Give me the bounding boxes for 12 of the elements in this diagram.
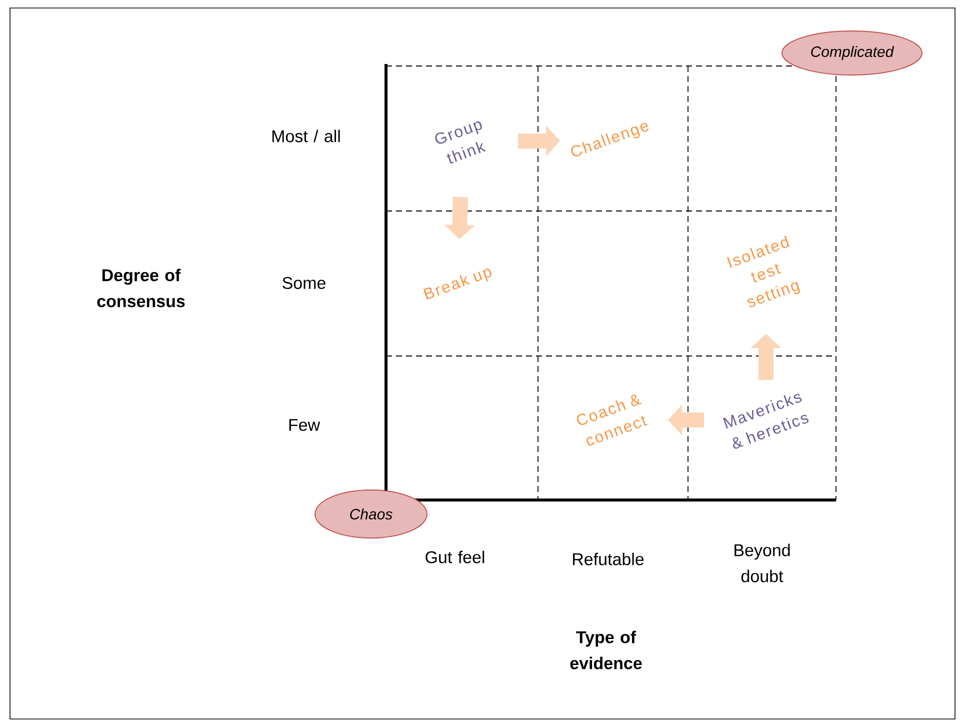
quadrant-text: Group think [435,121,486,164]
ellipse-label: Chaos [314,490,428,538]
axis-title: Type of evidence [570,630,642,670]
axis-label: Few [289,419,320,431]
axis-label: Gut feel [426,550,484,564]
axis-label: Beyond doubt [734,544,790,582]
axis-label: Some [282,276,326,290]
ellipse-label: Complicated [782,30,922,76]
quadrant-text: Break up [423,268,492,300]
axis-label: Most / all [272,130,340,142]
axis-title: Degree of consensus [97,268,185,308]
axis-label: Refutable [573,552,644,566]
